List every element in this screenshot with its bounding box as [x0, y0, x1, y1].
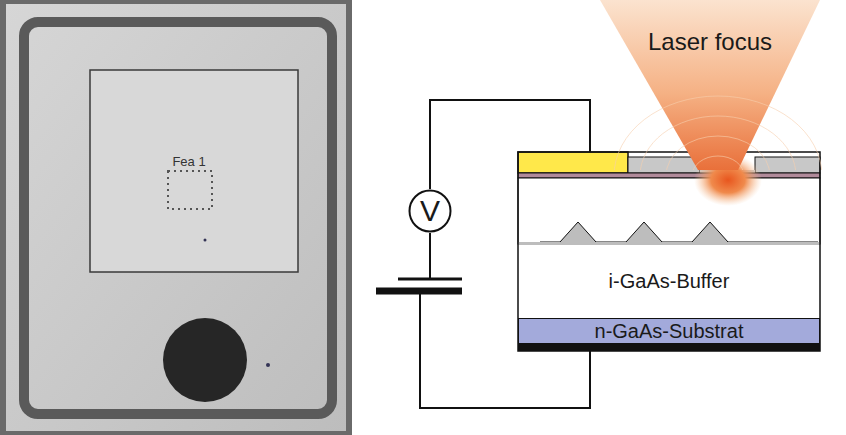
field-square [90, 70, 298, 272]
wetting-layer [518, 242, 820, 245]
beam-label: Laser focus [648, 28, 772, 56]
photo-frame [0, 0, 352, 435]
laser-cone: Laser focus [598, 0, 822, 170]
gold-contact [518, 152, 628, 173]
layer-box: i-GaAs-Buffer [518, 245, 820, 318]
quantum-dots [540, 222, 818, 242]
barrier-layer [518, 173, 820, 178]
dust-speck [266, 363, 270, 367]
chip-photo [6, 4, 346, 431]
layer-label: n-GaAs-Substrat [595, 320, 744, 343]
back-contact [518, 344, 820, 351]
wire [429, 233, 431, 278]
cap-layer [518, 178, 820, 244]
layer-box: n-GaAs-Substrat [518, 318, 820, 344]
battery-plate [376, 288, 462, 295]
bond-pad [163, 318, 247, 402]
chip-border [24, 22, 332, 414]
field-label: Fea 1 [172, 154, 205, 169]
meter-symbol: V [420, 194, 440, 229]
structure-outline [518, 152, 820, 351]
battery-plate [398, 278, 462, 281]
dotted-marker [168, 171, 212, 209]
mask-layer [628, 157, 700, 173]
mask-layer [755, 157, 820, 173]
layer-label: i-GaAs-Buffer [609, 270, 730, 293]
cone-outline [598, 0, 822, 170]
dust-speck [204, 239, 207, 242]
voltmeter: V [408, 189, 452, 233]
